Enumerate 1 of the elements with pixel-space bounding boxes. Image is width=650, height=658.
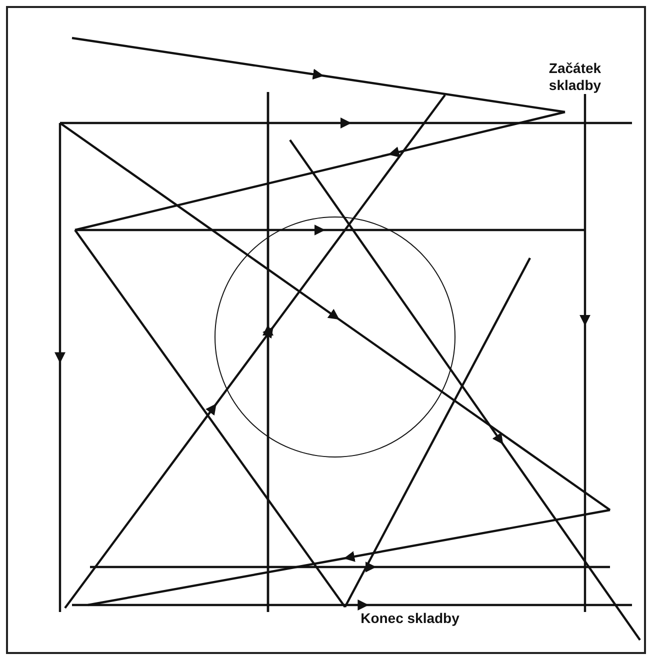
end-label: Konec skladby <box>360 610 460 627</box>
